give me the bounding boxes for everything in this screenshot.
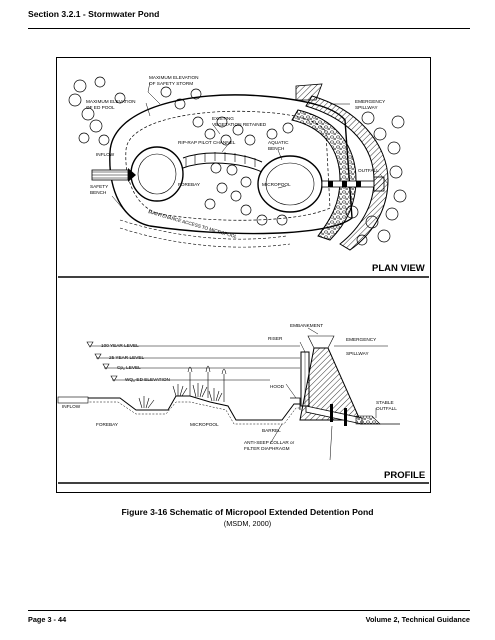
label-existing-vegetation-line2: VEGETATION RETAINED xyxy=(212,122,267,127)
label-wqv-sub: v xyxy=(133,379,135,383)
label-safety-bench-line2: BENCH xyxy=(90,190,106,195)
label-stable-outfall-line2: OUTFALL xyxy=(376,406,397,411)
label-wqv-ed-elevation: WQv-ED ELEVATION xyxy=(125,377,170,383)
label-cpv-level: Cpv LEVEL xyxy=(117,365,141,371)
label-outfall: OUTFALL xyxy=(358,168,379,173)
figure-frame xyxy=(56,57,431,493)
profile-drawing xyxy=(57,327,400,461)
label-forebay-plan: FOREBAY xyxy=(178,182,201,187)
label-max-elev-ed-pool-line2: OF ED POOL xyxy=(86,105,115,110)
label-profile-emergency: EMERGENCY xyxy=(346,337,377,342)
plan-view-title: PLAN VIEW xyxy=(372,263,425,274)
label-aquatic-bench: AQUATIC xyxy=(268,140,289,145)
label-hood: HOOD xyxy=(270,384,285,389)
label-emergency-spillway-line2: SPILLWAY xyxy=(355,105,378,110)
label-aquatic-bench-line2: BENCH xyxy=(268,146,284,151)
figure-source: (MSDM, 2000) xyxy=(223,519,272,528)
label-wqv-base: WQ xyxy=(125,377,133,382)
label-riser: RISER xyxy=(268,336,283,341)
label-cpv-sub: v xyxy=(123,367,125,371)
label-25-year-level: 25 YEAR LEVEL xyxy=(109,355,144,360)
label-riprap-pilot-channel: RIP-RAP PILOT CHANNEL xyxy=(178,140,236,145)
label-micropool-plan: MICROPOOL xyxy=(262,182,291,187)
label-cpv-rest: LEVEL xyxy=(125,365,141,370)
label-existing-vegetation: EXISTING xyxy=(212,116,234,121)
label-max-elev-ed-pool: MAXIMUM ELEVATION xyxy=(86,99,136,104)
label-embankment: EMBANKMENT xyxy=(290,323,323,328)
label-barrel: BARREL xyxy=(262,428,281,433)
footer-page-number: Page 3 - 44 xyxy=(28,615,67,624)
label-max-elev-safety-storm: MAXIMUM ELEVATION xyxy=(149,75,199,80)
label-cpv-base: Cp xyxy=(117,365,123,370)
label-inflow-plan: INFLOW xyxy=(96,152,115,157)
label-100-year-level: 100 YEAR LEVEL xyxy=(101,343,139,348)
figure-caption: Figure 3-16 Schematic of Micropool Exten… xyxy=(121,507,374,517)
label-filter-diaphragm: FILTER DIAPHRAGM xyxy=(244,446,290,451)
label-emergency-spillway: EMERGENCY xyxy=(355,99,386,104)
label-inflow-profile: INFLOW xyxy=(62,404,81,409)
label-stable-outfall: STABLE xyxy=(376,400,394,405)
label-profile-spillway: SPILLWAY xyxy=(346,351,369,356)
profile-title: PROFILE xyxy=(384,470,425,481)
label-forebay-profile: FOREBAY xyxy=(96,422,119,427)
plan-view-drawing xyxy=(68,76,407,251)
label-anti-seep-collar: ANTI-SEEP COLLAR or xyxy=(244,440,295,445)
footer-rule xyxy=(28,610,470,611)
section-header: Section 3.2.1 - Stormwater Pond xyxy=(28,9,160,19)
label-maintenance-access: MAINTENANCE ACCESS TO MICROPOOL xyxy=(148,209,238,239)
label-micropool-profile: MICROPOOL xyxy=(190,422,219,427)
label-max-elev-safety-storm-line2: OF SAFETY STORM xyxy=(149,81,193,86)
header-rule xyxy=(28,28,470,29)
label-safety-bench: SAFETY xyxy=(90,184,109,189)
footer-volume: Volume 2, Technical Guidance xyxy=(365,615,470,624)
label-wqv-rest: -ED ELEVATION xyxy=(135,377,170,382)
